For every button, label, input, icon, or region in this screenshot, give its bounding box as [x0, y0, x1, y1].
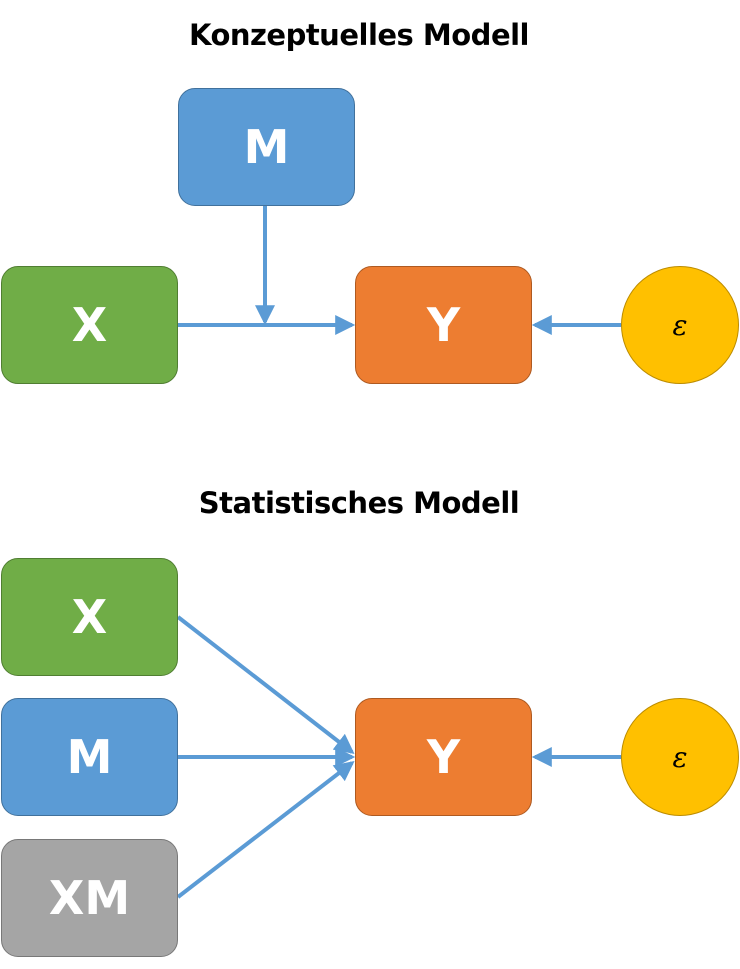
statistical-error-epsilon-circle: ε — [621, 698, 739, 816]
arrow-x-to-y-stat — [176, 615, 355, 754]
conceptual-predictor-x-box: X — [1, 266, 178, 384]
arrow-xm-to-y-stat — [176, 761, 355, 899]
conceptual-outcome-y-box: Y — [355, 266, 532, 384]
statistical-interaction-xm-box: XM — [1, 839, 178, 957]
conceptual-model-title: Konzeptuelles Modell — [188, 18, 530, 52]
statistical-model-title: Statistisches Modell — [198, 486, 520, 520]
conceptual-moderator-m-box: M — [178, 88, 355, 206]
conceptual-error-epsilon-circle: ε — [621, 266, 739, 384]
statistical-outcome-y-box: Y — [355, 698, 532, 816]
statistical-predictor-x-box: X — [1, 558, 178, 676]
statistical-moderator-m-box: M — [1, 698, 178, 816]
